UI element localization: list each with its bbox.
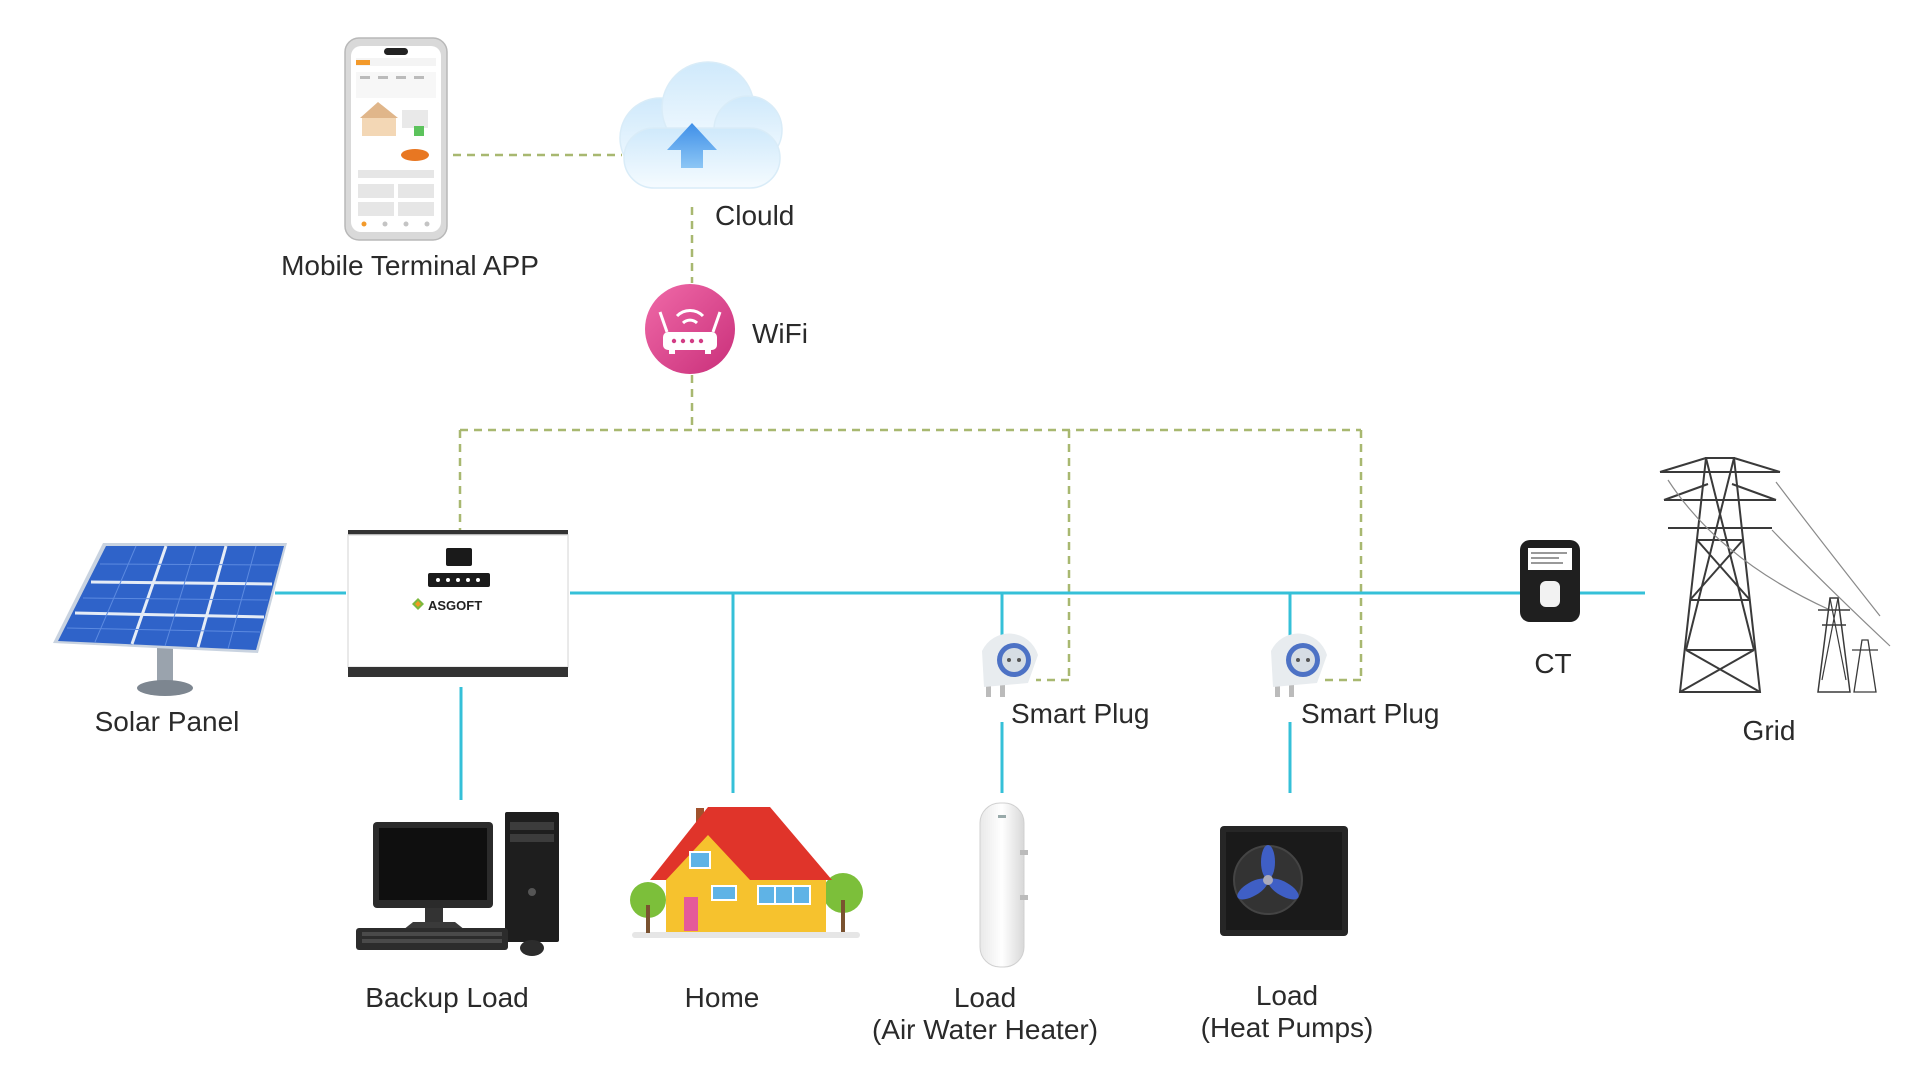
heater-label-line2: (Air Water Heater)	[871, 1014, 1099, 1046]
power-links	[275, 591, 1645, 800]
heater-label: Load (Air Water Heater)	[872, 982, 1098, 1046]
backup-load-label: Backup Load	[365, 982, 529, 1013]
smart-plug-2-label: Smart Plug	[1301, 698, 1440, 729]
smart-plug-icon	[1271, 633, 1327, 697]
wifi-router-icon	[645, 284, 735, 374]
grid-label: Grid	[1742, 715, 1796, 746]
heat-pump-icon	[1220, 826, 1348, 936]
house-icon	[630, 807, 863, 938]
ct-clamp-icon	[1520, 540, 1580, 622]
app-label: Mobile Terminal APP	[281, 250, 539, 281]
phone-icon	[344, 37, 448, 241]
water-heater-icon	[979, 802, 1028, 968]
wifi-label: WiFi	[752, 318, 808, 349]
heatpump-label-line2: (Heat Pumps)	[1200, 1012, 1374, 1044]
inverter-icon: ASGOFT	[347, 530, 569, 677]
heater-label-line1: Load	[953, 982, 1017, 1013]
smart-plug-icon	[982, 633, 1038, 697]
solar-panel-label: Solar Panel	[94, 706, 240, 737]
ct-label: CT	[1534, 648, 1572, 679]
computer-icon	[356, 812, 559, 956]
heatpump-label: Load (Heat Pumps)	[1201, 980, 1374, 1044]
home-label: Home	[684, 982, 760, 1013]
data-links	[453, 153, 1363, 682]
heatpump-label-line1: Load	[1255, 980, 1319, 1011]
pylon-icon	[1659, 457, 1891, 693]
inverter-brand: ASGOFT	[428, 598, 482, 613]
smart-plug-1-label: Smart Plug	[1011, 698, 1150, 729]
cloud-label: Clould	[715, 200, 795, 231]
solar-panel-icon	[53, 543, 287, 696]
cloud-icon	[619, 61, 783, 189]
